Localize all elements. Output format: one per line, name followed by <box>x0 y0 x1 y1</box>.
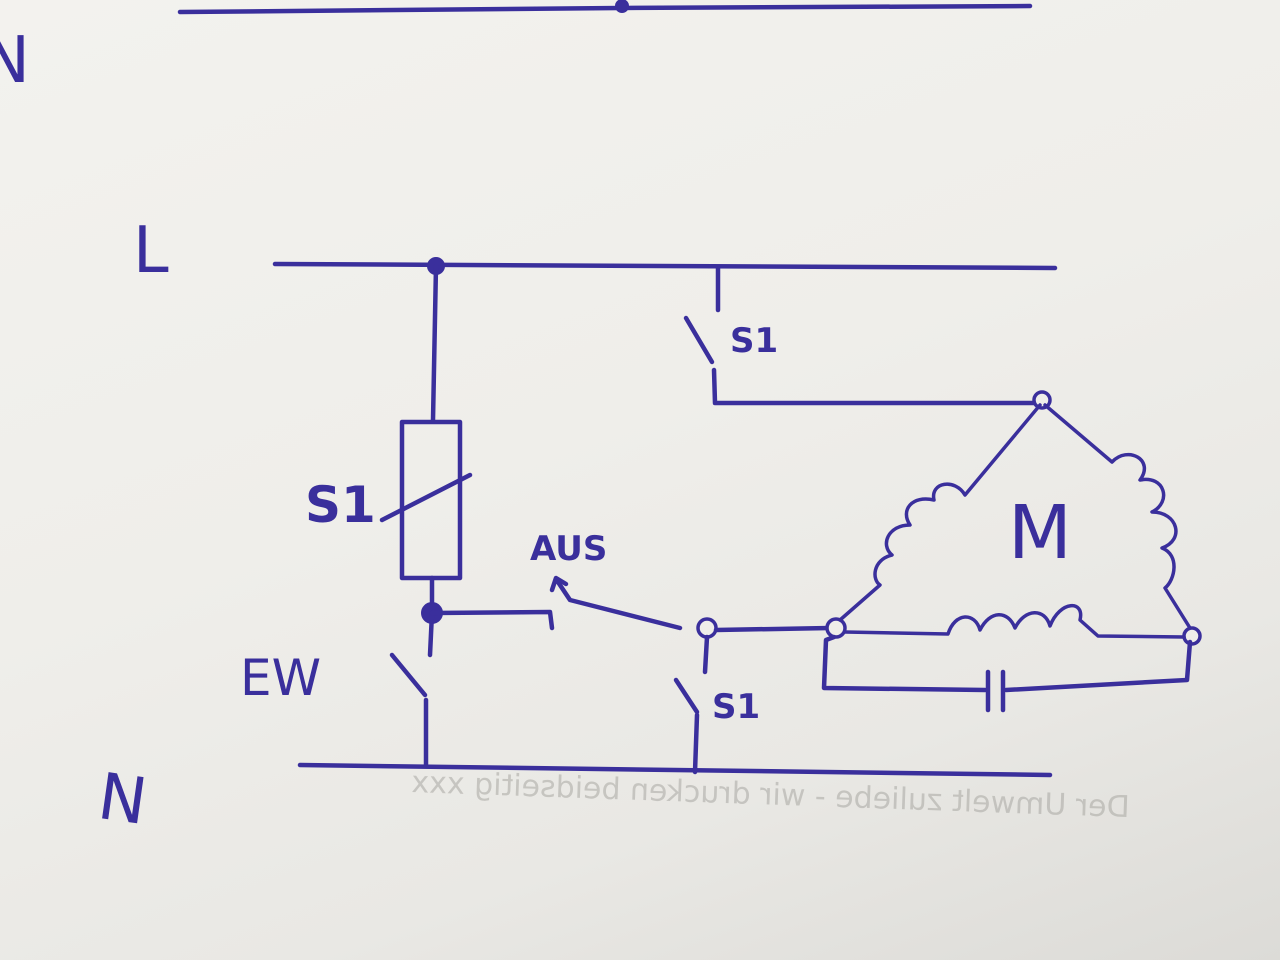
aus-feed-wire <box>429 609 555 631</box>
aus-to-motor-wire <box>713 625 833 633</box>
relay-coil-s1 <box>379 419 473 581</box>
coil-slash <box>379 472 473 523</box>
aus-arrow <box>549 575 569 593</box>
coil-body <box>399 419 463 581</box>
ew-switch-blade <box>389 652 428 698</box>
s1-bottom-blade <box>673 677 700 715</box>
motor-winding-bottom <box>843 603 1186 639</box>
top-rail-fragment <box>177 3 1033 15</box>
aus-out-node <box>696 617 718 639</box>
ew-upper-wire <box>427 610 435 658</box>
motor-left-node <box>825 617 847 639</box>
motor-winding-right <box>1043 403 1192 630</box>
s1-bottom-lower-wire <box>692 712 700 775</box>
s1-top-lower-wire <box>711 367 1043 406</box>
capacitor-left-wire <box>821 634 988 693</box>
l-rail-label: L <box>133 214 169 288</box>
top-rail-junction <box>615 0 629 13</box>
n-rail-label: N <box>94 760 152 840</box>
motor-label: M <box>1008 490 1072 576</box>
aus-label: AUS <box>530 529 607 569</box>
motor: M <box>825 390 1202 646</box>
l-rail <box>272 261 1058 271</box>
s1-top-label: S1 <box>730 321 778 361</box>
aus-switch-blade <box>555 579 683 631</box>
top-left-fragment-label: N <box>0 24 30 98</box>
s1-bottom-upper-wire <box>702 634 710 675</box>
motor-winding-left <box>838 403 1042 622</box>
coil-feed-wire <box>430 263 439 423</box>
ew-label: EW <box>240 649 321 707</box>
coil-label: S1 <box>305 476 376 534</box>
s1-top-blade <box>683 315 715 365</box>
s1-bottom-label: S1 <box>712 687 760 727</box>
capacitor-right-wire <box>1003 639 1193 693</box>
